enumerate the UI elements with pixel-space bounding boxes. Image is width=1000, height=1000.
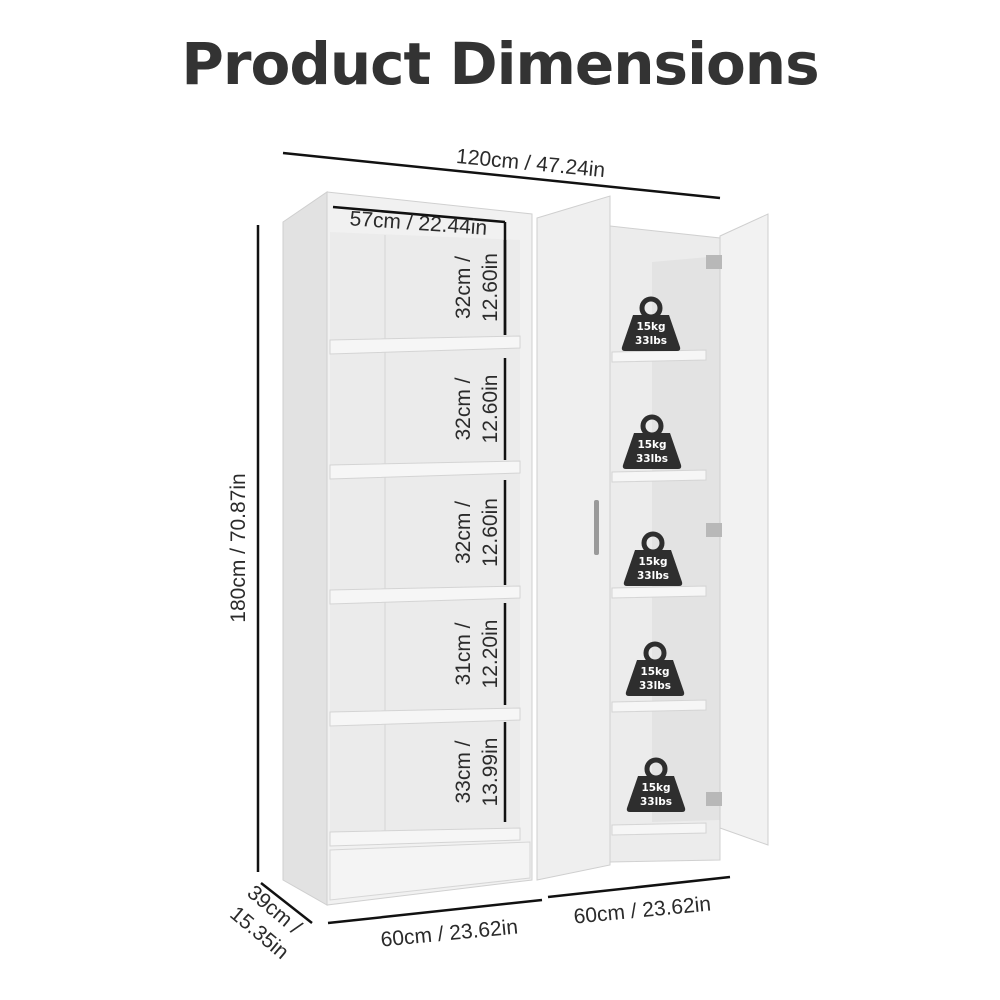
height-label: 180cm / 70.87in	[227, 473, 250, 622]
shelf	[329, 827, 521, 847]
shelf-height-label-line2: 12.20in	[479, 620, 502, 689]
left-cabinet	[282, 191, 533, 906]
weight-icon: 15kg 33lbs	[626, 757, 686, 812]
shelf	[611, 469, 707, 483]
shelf-height-label-line1: 32cm /	[452, 501, 475, 564]
weight-lbs-label: 33lbs	[640, 796, 672, 808]
shelf-height-label-line2: 12.60in	[479, 375, 502, 444]
weight-lbs-label: 33lbs	[635, 335, 667, 347]
right-cabinet	[609, 213, 769, 863]
weight-icon: 15kg 33lbs	[623, 531, 683, 586]
shelf-height-label-line1: 31cm /	[452, 622, 475, 685]
right-width-label: 60cm / 23.62in	[573, 892, 712, 928]
shelf	[329, 585, 521, 605]
shelf	[611, 822, 707, 836]
door-handle	[594, 500, 599, 555]
shelf-height-label-line1: 32cm /	[452, 377, 475, 440]
shelf-height-label-line1: 32cm /	[452, 256, 475, 319]
hinge-icon	[706, 792, 722, 806]
weight-kg-label: 15kg	[637, 439, 666, 451]
weight-kg-label: 15kg	[636, 321, 665, 333]
weight-kg-label: 15kg	[638, 556, 667, 568]
shelf	[611, 585, 707, 599]
weight-lbs-label: 33lbs	[639, 680, 671, 692]
width-dimension-line	[282, 151, 721, 200]
weight-icon: 15kg 33lbs	[625, 641, 685, 696]
shelf	[611, 699, 707, 713]
left-width-label: 60cm / 23.62in	[380, 915, 519, 951]
shelf-height-label-line2: 13.99in	[479, 738, 502, 807]
weight-lbs-label: 33lbs	[636, 453, 668, 465]
shelf-height-label-line1: 33cm /	[452, 740, 475, 803]
weight-icon: 15kg 33lbs	[622, 414, 682, 469]
shelf-height-label-line2: 12.60in	[479, 253, 502, 322]
weight-icon: 15kg 33lbs	[621, 296, 681, 351]
weight-kg-label: 15kg	[641, 782, 670, 794]
hinge-icon	[706, 523, 722, 537]
shelf	[611, 349, 707, 363]
page-title: Product Dimensions	[181, 30, 819, 98]
hinge-icon	[706, 255, 722, 269]
shelf	[329, 460, 521, 480]
weight-kg-label: 15kg	[640, 666, 669, 678]
shelf	[329, 707, 521, 727]
total-width-label: 120cm / 47.24in	[455, 145, 606, 182]
middle-door	[536, 195, 611, 881]
shelf	[329, 335, 521, 355]
shelf-height-label-line2: 12.60in	[479, 498, 502, 567]
weight-lbs-label: 33lbs	[637, 570, 669, 582]
depth-dimension-line	[260, 882, 313, 924]
